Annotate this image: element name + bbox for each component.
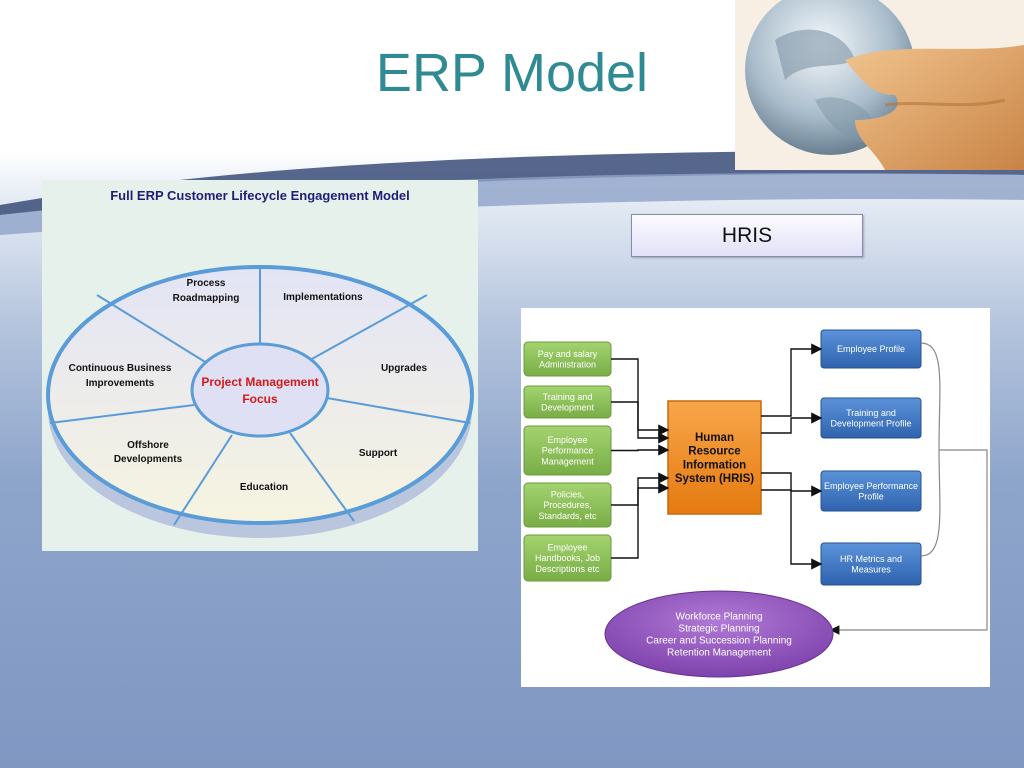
input-label-3-line-1: Employee xyxy=(547,435,587,445)
planning-label-line-2: Strategic Planning xyxy=(678,624,759,635)
hris-core-label-line-3: Information xyxy=(683,459,746,471)
input-arrow-2 xyxy=(611,401,670,444)
segment-upgrades: Upgrades xyxy=(381,363,428,374)
lifecycle-wheel: Full ERP Customer Lifecycle Engagement M… xyxy=(46,188,474,538)
wheel-spokes xyxy=(49,267,471,526)
planning-arrow xyxy=(829,449,988,635)
input-label-5-line-1: Employee xyxy=(547,542,587,552)
output-arrow-1 xyxy=(761,343,823,417)
input-arrow-5 xyxy=(611,482,670,559)
segment-process-roadmapping-line2: Roadmapping xyxy=(173,293,240,304)
input-label-5-line-3: Descriptions etc xyxy=(535,564,600,574)
output-label-2-line-1: Training and xyxy=(846,408,896,418)
output-label-1-line-1: Employee Profile xyxy=(837,344,905,354)
planning-label-line-1: Workforce Planning xyxy=(675,612,762,623)
hris-core-label-line-1: Human xyxy=(695,432,734,444)
input-label-4-line-3: Standards, etc xyxy=(538,511,597,521)
segment-offshore-line1: Offshore xyxy=(127,440,169,451)
input-label-4-line-2: Procedures, xyxy=(543,500,592,510)
hub-label-line1: Project Management xyxy=(201,375,318,389)
output-label-3-line-1: Employee Performance xyxy=(824,481,918,491)
input-label-4-line-1: Policies, xyxy=(551,489,585,499)
wheel-hub xyxy=(190,342,330,438)
hub-label-line2: Focus xyxy=(242,392,278,406)
output-label-4-line-1: HR Metrics and xyxy=(840,554,902,564)
lifecycle-title: Full ERP Customer Lifecycle Engagement M… xyxy=(110,188,410,203)
segment-continuous-line2: Improvements xyxy=(86,378,155,389)
input-label-3-line-3: Management xyxy=(541,456,594,466)
input-label-2-line-1: Training and xyxy=(543,392,593,402)
slide-title: ERP Model xyxy=(375,43,649,103)
input-label-1-line-1: Pay and salary xyxy=(538,349,598,359)
hris-label-text: HRIS xyxy=(721,223,773,247)
erp-lifecycle-diagram: Full ERP Customer Lifecycle Engagement M… xyxy=(42,180,478,551)
hris-core-label-line-2: Resource xyxy=(688,446,740,458)
segment-support: Support xyxy=(359,448,398,459)
output-label-4-line-2: Measures xyxy=(851,565,891,575)
planning-label-line-4: Retention Management xyxy=(667,648,771,659)
globe-in-hand-image xyxy=(735,0,1024,170)
input-arrow-4 xyxy=(611,472,670,506)
hris-core-label-line-4: System (HRIS) xyxy=(675,473,754,485)
input-arrow-1 xyxy=(611,358,670,436)
segment-continuous-line1: Continuous Business xyxy=(69,363,172,374)
segment-offshore-line2: Developments xyxy=(114,454,183,465)
input-label-5-line-2: Handbooks, Job xyxy=(535,553,600,563)
planning-label-line-3: Career and Succession Planning xyxy=(646,636,792,647)
segment-education: Education xyxy=(240,482,288,493)
output-label-3-line-2: Profile xyxy=(858,492,884,502)
input-arrow-3 xyxy=(611,444,670,456)
output-label-2-line-2: Development Profile xyxy=(830,419,911,429)
hris-core-box xyxy=(667,400,762,515)
output-brace xyxy=(920,342,941,557)
output-arrow-4 xyxy=(761,489,823,570)
input-label-1-line-2: Administration xyxy=(539,360,596,370)
input-label-2-line-2: Development xyxy=(541,403,595,413)
segment-process-roadmapping-line1: Process xyxy=(187,278,226,289)
output-arrow-2 xyxy=(761,412,823,434)
output-arrow-3 xyxy=(761,472,823,497)
planning-ellipse xyxy=(604,590,834,678)
segment-implementations: Implementations xyxy=(283,292,363,303)
input-label-3-line-2: Performance xyxy=(542,446,594,456)
hris-label-box: HRIS xyxy=(631,214,863,257)
